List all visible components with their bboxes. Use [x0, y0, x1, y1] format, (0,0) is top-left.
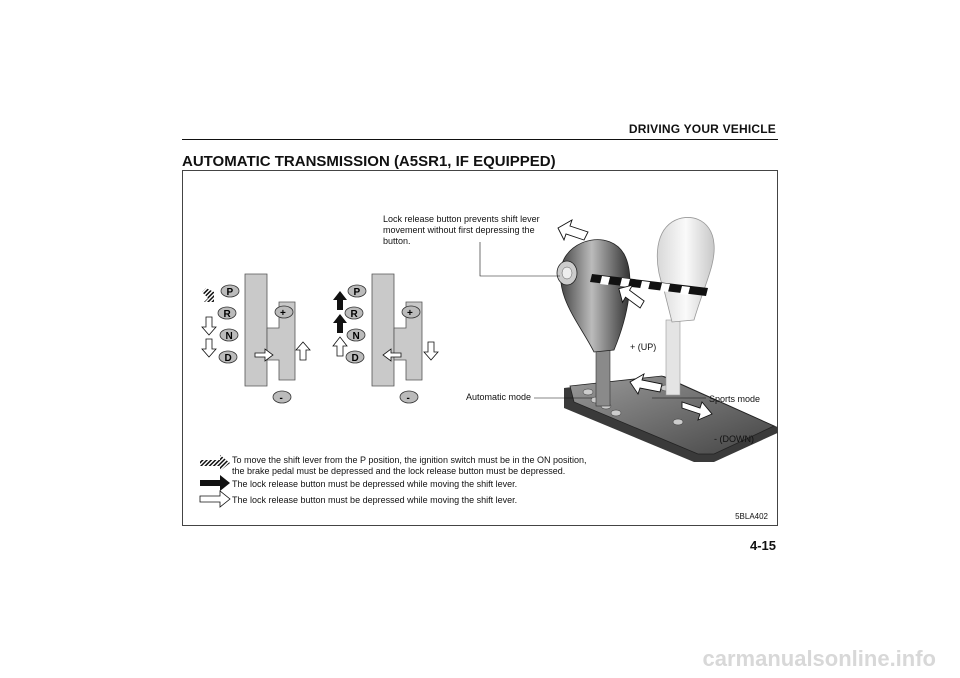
sports-mode-label: Sports mode [709, 394, 761, 404]
gate-slot [244, 273, 268, 387]
shifter-illustration [479, 217, 778, 462]
figure-frame [182, 170, 778, 526]
page-title: AUTOMATIC TRANSMISSION (A5SR1, IF EQUIPP… [182, 153, 556, 170]
up-arrow-outline-icon [332, 336, 348, 357]
gate-letter-d: D [345, 350, 365, 364]
minus-badge: - [272, 390, 292, 404]
minus-badge: - [399, 390, 419, 404]
section-header: DRIVING YOUR VEHICLE [628, 122, 776, 136]
svg-text:D: D [225, 353, 232, 364]
up-arrow-outline-icon [295, 341, 311, 361]
shift-diagram: P R N D + - P R N D + - [199, 217, 778, 508]
up-shift-arrow-icon [629, 373, 663, 396]
gate-slot [371, 273, 395, 387]
gate-letter-p: P [220, 284, 240, 298]
up-arrow-solid-icon [333, 291, 347, 310]
gate-letter-p: P [347, 284, 367, 298]
down-arrow-outline-icon [201, 316, 217, 336]
legend-icons [199, 455, 231, 508]
down-shift-arrow-icon [681, 401, 713, 421]
gate-letter-r: R [344, 306, 364, 320]
svg-text:N: N [226, 331, 233, 342]
up-arrow-solid-icon [333, 314, 347, 333]
svg-text:-: - [407, 393, 410, 404]
automatic-mode-knob [560, 239, 631, 353]
solid-arrow-icon [200, 475, 230, 491]
gate-diagram-left: P R N D + - [201, 273, 311, 404]
svg-text:+: + [280, 308, 286, 319]
svg-text:P: P [354, 287, 361, 298]
footer-watermark: carmanualsonline.info [702, 646, 937, 671]
outline-arrow-icon [199, 490, 231, 508]
header-rule [182, 139, 778, 140]
down-arrow-outline-icon [201, 338, 217, 358]
press-arrow-icon [618, 284, 645, 309]
leader-line [479, 242, 560, 277]
down-arrow-outline-icon [423, 341, 439, 361]
page-number: 4-15 [749, 538, 776, 553]
legend-outline-text: The lock release button must be depresse… [232, 495, 518, 505]
push-arrow-icon [557, 219, 589, 242]
gate-letter-n: N [219, 328, 239, 342]
legend-hatched-text: To move the shift lever from the P posit… [232, 455, 587, 476]
gate-slot-manual [266, 301, 296, 381]
gate-letter-d: D [218, 350, 238, 364]
gate-diagram-right: P R N D + - [332, 273, 439, 404]
legend-solid-text: The lock release button must be depresse… [232, 479, 518, 489]
svg-text:+: + [407, 308, 413, 319]
gate-slot-manual [393, 301, 423, 381]
right-arrow-outline-icon [254, 348, 274, 362]
hatched-arrow-icon [202, 288, 214, 302]
hatched-arrow-icon [200, 455, 230, 471]
gate-letter-n: N [346, 328, 366, 342]
figure-code: 5BLA402 [735, 512, 768, 521]
svg-text:P: P [227, 287, 234, 298]
gate-letter-r: R [217, 306, 237, 320]
sports-mode-knob [656, 217, 715, 323]
svg-text:R: R [351, 309, 359, 320]
automatic-mode-label: Automatic mode [466, 392, 532, 402]
down-label: - (DOWN) [714, 434, 754, 444]
up-label: + (UP) [630, 342, 657, 352]
shift-gate-plate [569, 375, 775, 455]
svg-text:R: R [224, 309, 232, 320]
svg-text:N: N [353, 331, 360, 342]
svg-text:-: - [280, 393, 283, 404]
svg-text:D: D [352, 353, 359, 364]
plus-badge: + [401, 305, 421, 319]
plus-badge: + [274, 305, 294, 319]
left-arrow-outline-icon [382, 348, 402, 362]
lock-release-callout: Lock release button prevents shift lever… [383, 214, 540, 246]
